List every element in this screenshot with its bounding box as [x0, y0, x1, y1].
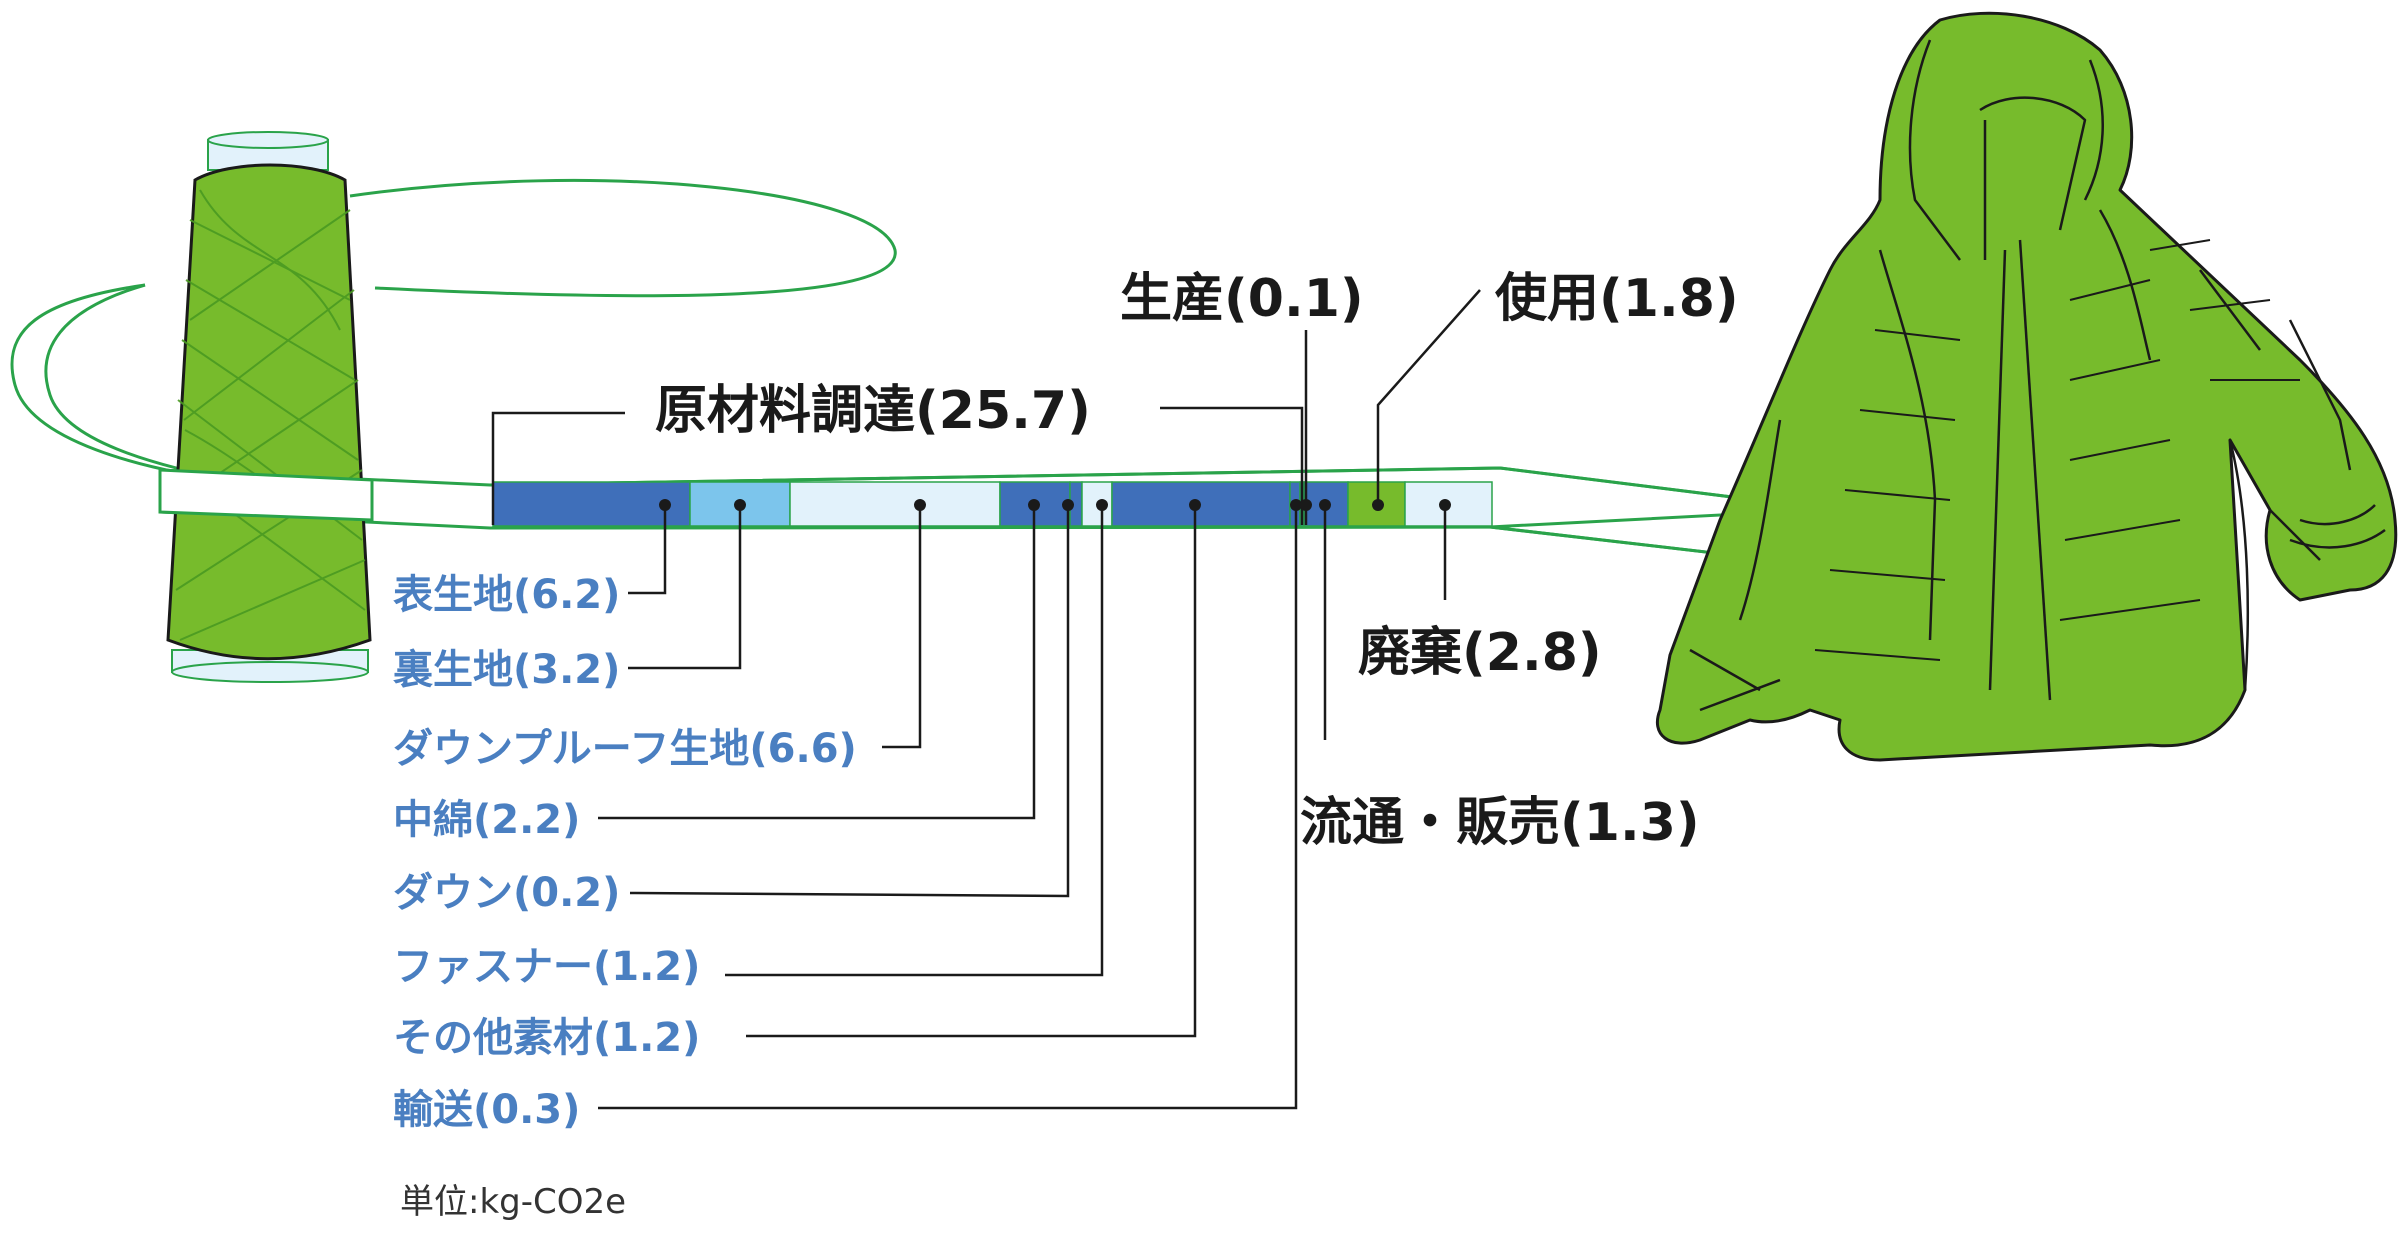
down-jacket-icon — [1655, 11, 2398, 762]
bar-segment-downproof-fabric — [789, 481, 1001, 527]
label-production: 生産(0.1) — [1120, 269, 1364, 329]
unit-label: 単位:kg-CO2e — [400, 1182, 626, 1222]
label-other-materials: その他素材(1.2) — [393, 1015, 700, 1061]
label-zipper: ファスナー(1.2) — [393, 944, 700, 990]
leader-lines — [491, 289, 1481, 1110]
label-downproof-fabric: ダウンプルーフ生地(6.6) — [393, 726, 857, 772]
yarn-spool-icon — [158, 131, 374, 683]
label-padding: 中綿(2.2) — [393, 797, 580, 843]
label-outer-fabric: 表生地(6.2) — [393, 572, 620, 618]
label-use: 使用(1.8) — [1494, 269, 1739, 329]
label-disposal: 廃棄(2.8) — [1358, 623, 1602, 683]
label-lining-fabric: 裏生地(3.2) — [393, 647, 620, 693]
label-raw-materials: 原材料調達(25.7) — [655, 381, 1091, 441]
bar-segment-other-materials — [1111, 481, 1291, 527]
label-down: ダウン(0.2) — [393, 870, 620, 916]
label-transport: 輸送(0.3) — [393, 1087, 580, 1133]
label-distribution: 流通・販売(1.3) — [1300, 793, 1700, 853]
emissions-bar — [492, 481, 1493, 527]
leader-dots — [659, 499, 1451, 511]
bar-segment-outer-fabric — [492, 481, 691, 527]
